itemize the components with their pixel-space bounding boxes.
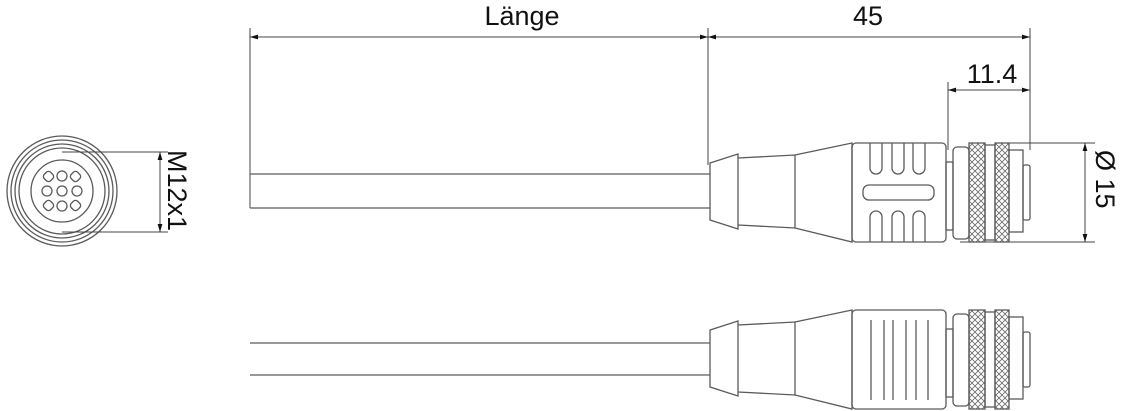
grip-body [851, 142, 947, 243]
grip-slot [862, 184, 935, 201]
side-view-bottom [250, 309, 1031, 410]
dimensions: Länge 45 11.4 Ø 15 [249, 1, 1120, 243]
knurled-ring [994, 142, 1010, 243]
pin-holes [41, 170, 83, 212]
knurled-ring [994, 309, 1010, 410]
length-label: Länge [484, 1, 559, 31]
grip-body [851, 309, 947, 410]
coupling-length-label: 11.4 [967, 59, 1018, 89]
thread-label: M12x1 [162, 150, 192, 231]
diameter-label: Ø 15 [1090, 150, 1120, 209]
side-view-top [250, 142, 1031, 243]
connector-length-label: 45 [853, 1, 883, 31]
front-view-socket: M12x1 [6, 135, 192, 247]
knurled-ring [968, 309, 986, 410]
knurled-ring [968, 142, 986, 243]
